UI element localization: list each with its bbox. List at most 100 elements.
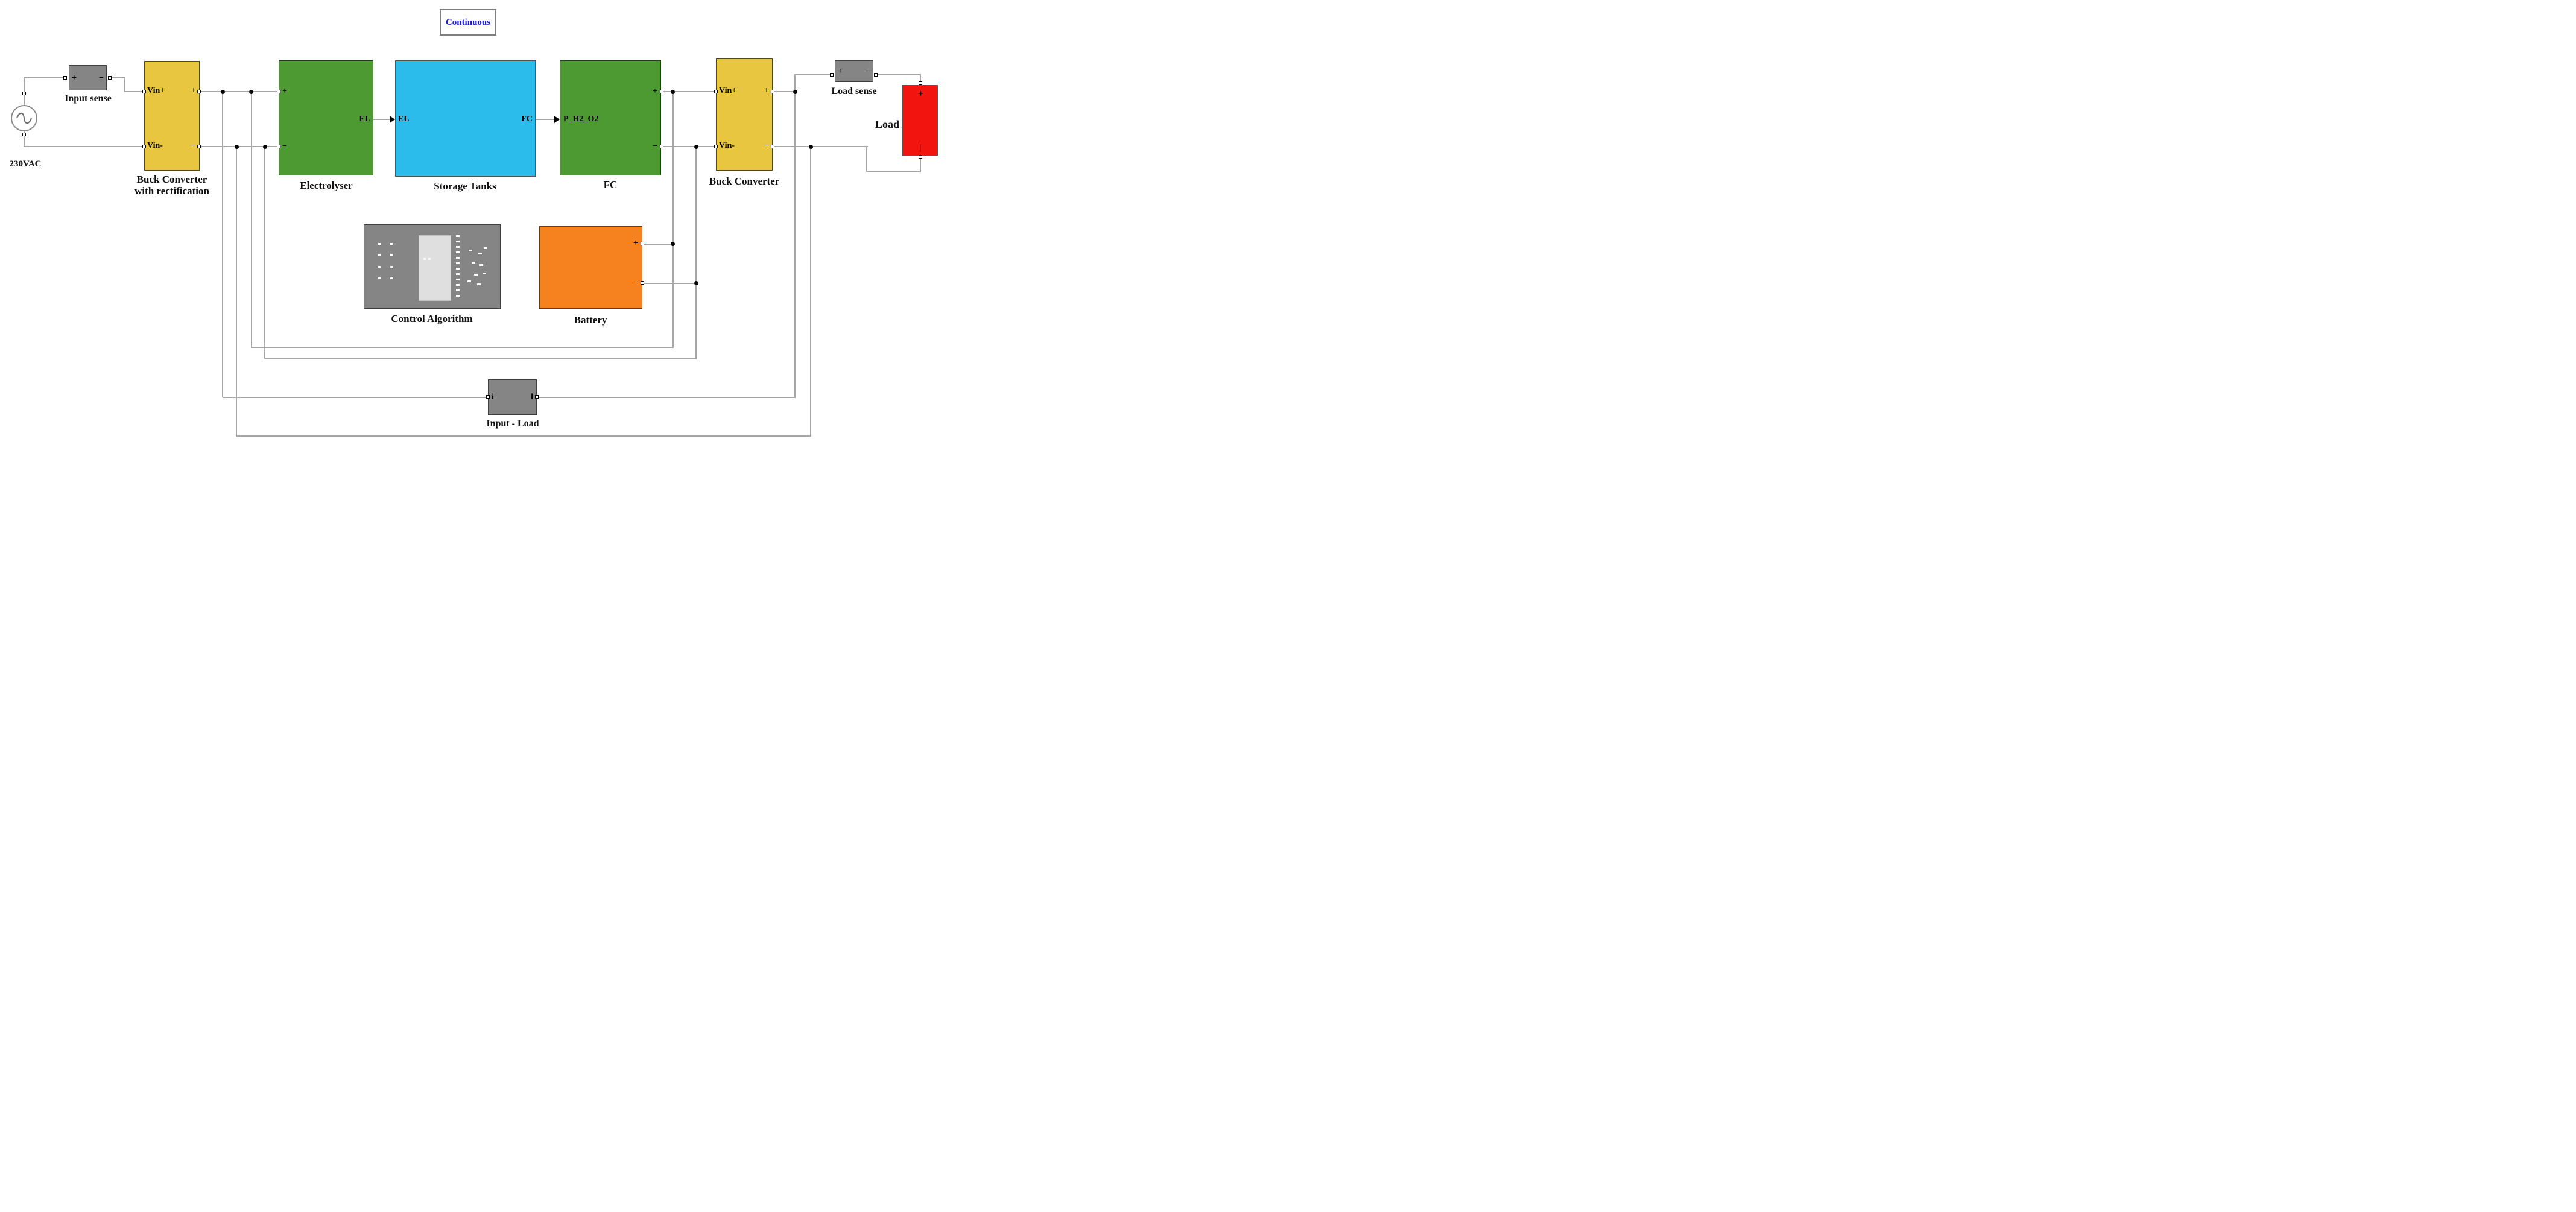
port-label-plus: + (838, 67, 843, 76)
port-label-el-out: EL (359, 115, 370, 124)
scope-signal-list (455, 235, 460, 300)
wire (672, 92, 674, 347)
junction-dot (793, 90, 797, 94)
wire (773, 146, 868, 147)
wire (265, 358, 697, 359)
port-square (919, 155, 922, 159)
wire (24, 146, 144, 147)
junction-dot (671, 242, 675, 246)
port-label-vin-minus: Vin- (147, 141, 163, 150)
port-square (771, 145, 774, 148)
solver-badge-continuous[interactable]: Continuous (440, 9, 496, 36)
block-storage-tanks[interactable]: EL FC (395, 60, 536, 177)
block-label-input-load: Input - Load (486, 418, 539, 429)
port-square (535, 395, 539, 399)
junction-dot (221, 90, 225, 94)
port-label-plus: + (633, 239, 638, 248)
wire (642, 244, 674, 245)
port-square (486, 395, 490, 399)
block-label-storage-tanks: Storage Tanks (434, 180, 496, 192)
wire (810, 147, 811, 436)
wire (920, 74, 921, 84)
wire (866, 147, 867, 172)
block-label-battery: Battery (574, 314, 607, 326)
wire (222, 92, 223, 397)
wire (642, 283, 697, 284)
port-label-el-in: EL (398, 115, 410, 124)
wire (536, 119, 557, 120)
port-label-out-minus: − (653, 142, 657, 151)
block-label-line1: Buck Converter (136, 174, 207, 185)
junction-dot (694, 145, 698, 149)
port-label-minus-bar: | (919, 143, 922, 153)
port-square (714, 145, 718, 148)
block-label-control-algorithm: Control Algorithm (391, 313, 473, 324)
wire (124, 91, 144, 92)
wire (223, 397, 488, 398)
block-load-sense[interactable]: + − (835, 60, 873, 82)
scope-screen (419, 235, 451, 301)
block-label-line2: with rectification (134, 185, 209, 197)
port-label-vin-minus: Vin- (719, 141, 735, 150)
port-label-out-plus: + (191, 86, 196, 95)
port-square (63, 76, 67, 80)
junction-dot (694, 281, 698, 285)
wire (537, 397, 796, 398)
junction-dot (235, 145, 239, 149)
wire (695, 147, 697, 359)
wire (773, 91, 796, 92)
block-control-algorithm[interactable] (364, 224, 501, 309)
port-label-plus: + (282, 87, 287, 96)
wire (920, 157, 921, 172)
port-square (660, 145, 663, 148)
block-load[interactable]: + | (902, 85, 938, 156)
port-label-out-plus: + (653, 87, 657, 96)
wire (24, 77, 65, 78)
block-label-electrolyser: Electrolyser (300, 180, 353, 191)
block-input-sense[interactable]: + − (69, 65, 107, 90)
port-label-minus: − (633, 278, 638, 287)
wire (199, 146, 279, 147)
port-square (714, 90, 718, 93)
block-label-fuel-cell: FC (603, 179, 618, 191)
port-label-i: i (492, 393, 494, 402)
port-square (277, 90, 280, 93)
junction-dot (249, 90, 253, 94)
block-buck-converter-rectifier[interactable]: Vin+ Vin- + − (144, 61, 200, 171)
junction-dot (671, 90, 675, 94)
wire (236, 435, 811, 437)
block-buck-converter[interactable]: Vin+ Vin- + − (716, 58, 773, 171)
block-label-input-sense: Input sense (65, 93, 112, 104)
simulink-model-canvas: Continuous 230VAC + − Input sense Vin+ V… (0, 0, 946, 445)
ac-source-icon[interactable] (10, 104, 38, 132)
port-square (142, 90, 146, 93)
wire (251, 92, 252, 347)
signal-arrowhead-icon (554, 116, 560, 123)
port-label-l: l (531, 393, 533, 402)
signal-arrowhead-icon (390, 116, 395, 123)
port-square (641, 242, 644, 245)
port-square (22, 92, 26, 95)
wire (867, 171, 921, 172)
block-label-load-sense: Load sense (831, 86, 877, 96)
port-square (660, 90, 663, 93)
port-label-out-plus: + (764, 86, 769, 95)
port-label-vin-plus: Vin+ (147, 86, 165, 95)
junction-dot (809, 145, 813, 149)
port-label-out-minus: − (191, 141, 196, 150)
port-square (919, 81, 922, 85)
wire (662, 146, 716, 147)
port-label-minus: − (866, 67, 870, 76)
block-label-buck-converter: Buck Converter (709, 175, 780, 187)
port-label-minus: − (99, 74, 104, 83)
block-fuel-cell[interactable]: P_H2_O2 + − (560, 60, 661, 175)
block-battery[interactable]: + − (539, 226, 642, 309)
scope-panel-icon (364, 225, 500, 308)
block-label-load: Load (875, 118, 899, 130)
block-input-load[interactable]: i l (488, 379, 537, 415)
port-label-fc-out: FC (521, 115, 533, 124)
port-square (197, 145, 201, 148)
port-square (142, 145, 146, 148)
junction-dot (263, 145, 267, 149)
block-electrolyser[interactable]: + − EL (279, 60, 373, 175)
